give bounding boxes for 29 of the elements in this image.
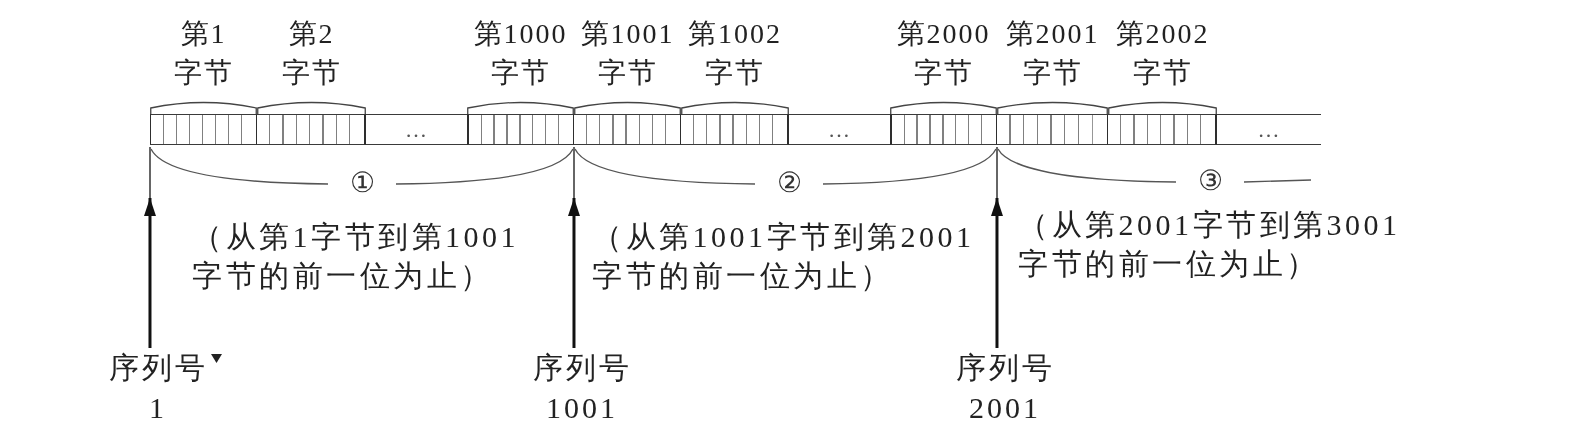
- segment-description: （从第1001字节到第2001字节的前一位为止）: [592, 219, 976, 294]
- byte-label: 第1002字节: [687, 17, 783, 90]
- byte-label: 第2000字节: [895, 17, 992, 90]
- ellipsis: …: [405, 118, 428, 141]
- strip-segment: [789, 114, 890, 145]
- arrow: [991, 198, 1003, 348]
- boundary-tick: [996, 147, 998, 198]
- segment-number: ①: [349, 169, 375, 197]
- byte-label: 第2001字节: [1004, 17, 1101, 90]
- segment-number: ③: [1197, 167, 1223, 195]
- boundary-tick: [149, 147, 151, 198]
- sequence-number-label: 序列号1: [107, 350, 209, 426]
- byte-label: 第1001字节: [579, 17, 676, 90]
- sequence-number-label: 序列号2001: [954, 350, 1056, 426]
- ellipsis: …: [828, 118, 851, 141]
- segment-number: ②: [776, 169, 802, 197]
- arrow: [568, 198, 580, 348]
- ellipsis: …: [1257, 118, 1281, 141]
- sequence-number-label: 序列号1001: [531, 350, 633, 426]
- segment-description: （从第2001字节到第3001字节的前一位为止）: [1018, 207, 1402, 282]
- byte-label: 第2字节: [280, 17, 343, 90]
- byte-label: 第1字节: [172, 17, 235, 90]
- arrow: [144, 198, 156, 348]
- segment-description: （从第1字节到第1001字节的前一位为止）: [192, 219, 520, 294]
- byte-label: 第1000字节: [472, 17, 569, 90]
- byte-label: 第2002字节: [1114, 17, 1211, 90]
- boundary-tick: [573, 147, 575, 198]
- strip-segment: [366, 114, 467, 145]
- strip-segment: [1217, 114, 1321, 145]
